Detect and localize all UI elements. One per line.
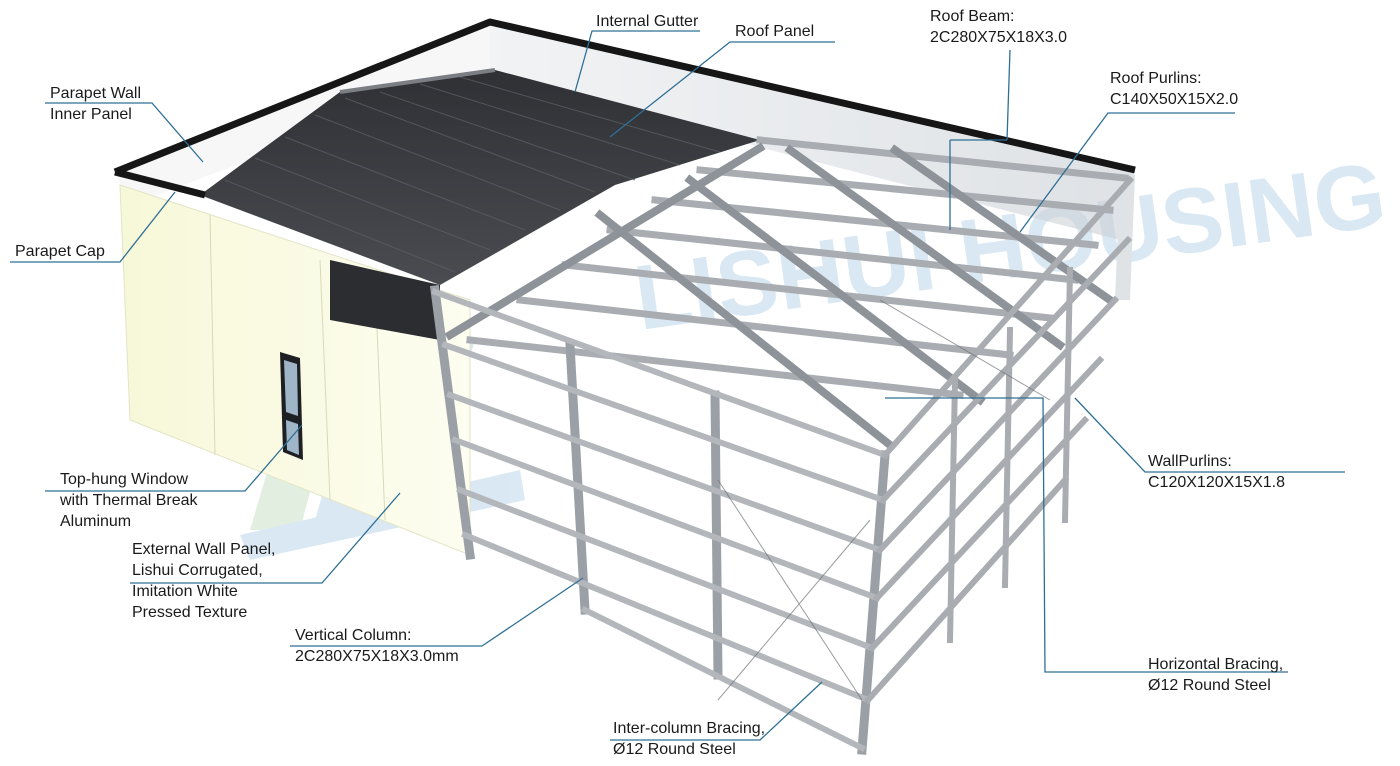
parapet-cap <box>113 18 1136 199</box>
label-vertical-column: Vertical Column: 2C280X75X18X3.0mm <box>295 627 459 665</box>
right-wall-framing <box>863 175 1135 705</box>
label-roof-panel: Roof Panel <box>735 23 815 40</box>
parapet-wall-inner-panel <box>115 22 1135 300</box>
label-horizontal-bracing: Horizontal Bracing, Ø12 Round Steel <box>1148 656 1284 694</box>
inter-column-bracing <box>717 299 1051 701</box>
roof-panel <box>200 68 760 340</box>
label-internal-gutter: Internal Gutter <box>596 13 699 30</box>
label-roof-purlins: Roof Purlins: C140X50X15X2.0 <box>1110 70 1239 108</box>
top-hung-window <box>280 352 303 460</box>
label-roof-beam: Roof Beam: 2C280X75X18X3.0 <box>930 8 1067 46</box>
wall-purlins <box>431 288 889 753</box>
label-wall-purlins: WallPurlins: C120X120X15X1.8 <box>1148 453 1285 491</box>
label-external-wall-panel: External Wall Panel, Lishui Corrugated, … <box>132 541 276 621</box>
label-parapet-wall-inner-panel: Parapet Wall Inner Panel <box>50 85 141 123</box>
label-parapet-cap: Parapet Cap <box>15 243 105 260</box>
label-top-hung-window: Top-hung Window with Thermal Break Alumi… <box>60 471 198 530</box>
leader-lines <box>10 30 1345 741</box>
label-inter-column-bracing: Inter-column Bracing, Ø12 Round Steel <box>613 720 766 758</box>
